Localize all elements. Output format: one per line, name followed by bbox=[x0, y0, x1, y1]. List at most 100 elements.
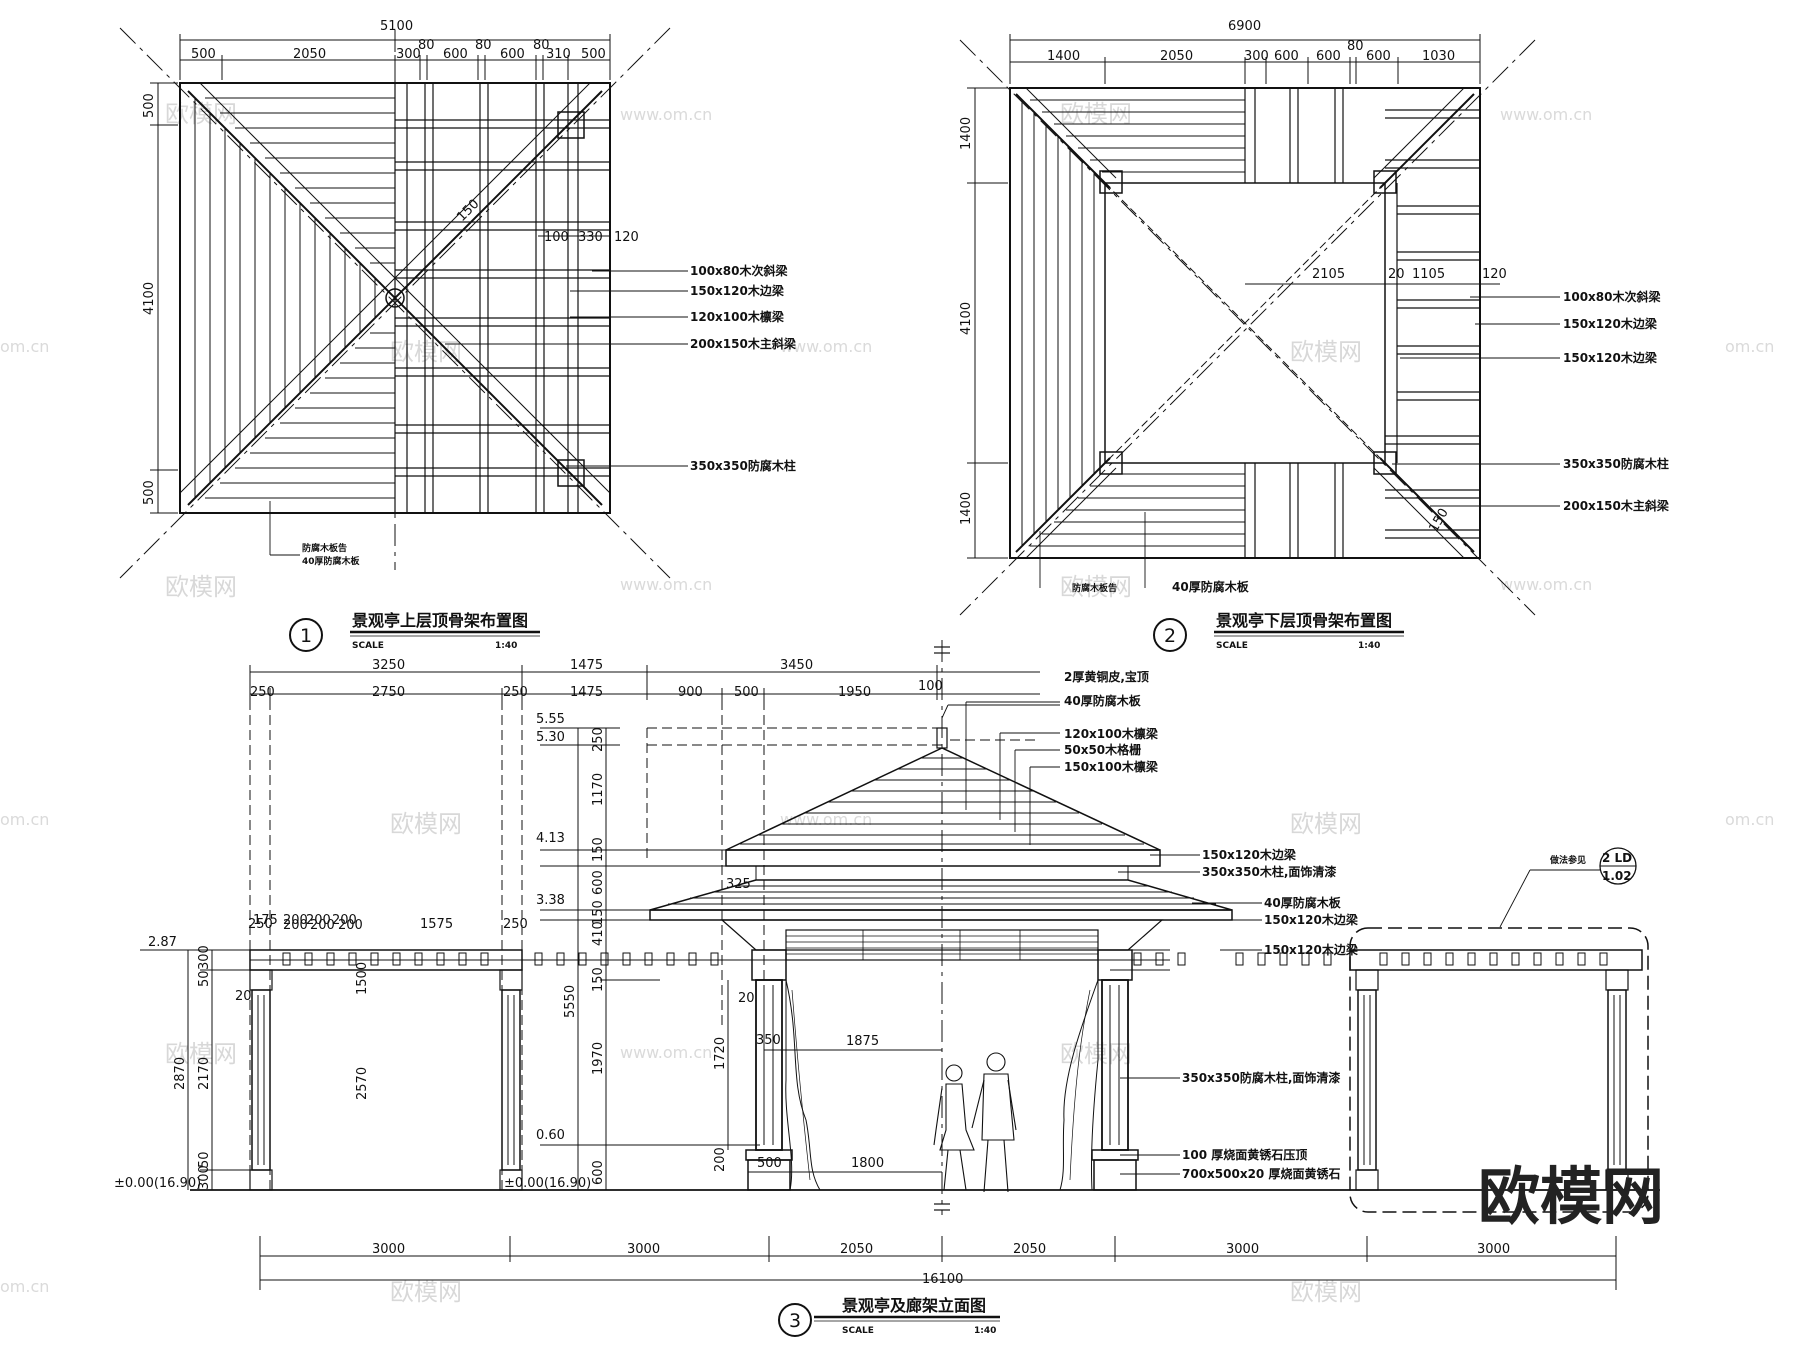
d2-column-ne bbox=[1373, 170, 1397, 194]
d1-frame-grid bbox=[394, 83, 610, 513]
drawing-2-lower-roof-plan bbox=[959, 34, 1560, 616]
d3-vdim: 1500 bbox=[355, 962, 370, 995]
d3-callout: 350x350木柱,面饰清漆 bbox=[1202, 864, 1336, 879]
d3-bottom-dim: 3000 bbox=[1226, 1242, 1259, 1257]
d3-pergola-dim: 250 bbox=[503, 917, 528, 932]
d1-bottom-note: 防腐木板告 bbox=[302, 542, 347, 554]
d3-bottom-dim: 2050 bbox=[1013, 1242, 1046, 1257]
d3-vdim: 150 bbox=[591, 900, 606, 925]
watermark-logo: 欧模网 bbox=[1060, 1040, 1132, 1068]
watermark-logo: 欧模网 bbox=[390, 338, 462, 366]
d3-level: 4.13 bbox=[536, 831, 565, 846]
d2-inner-dim: 1105 bbox=[1412, 267, 1445, 282]
d2-left-dim: 1400 bbox=[959, 117, 974, 150]
d1-dim: 310 bbox=[546, 47, 571, 62]
d1-column-ne bbox=[557, 111, 585, 139]
d3-pergola-dim: 200 bbox=[283, 918, 308, 933]
d1-dim: 500 bbox=[191, 47, 216, 62]
d3-pergola-dim: 250 bbox=[248, 917, 273, 932]
d3-callout: 150x120木边梁 bbox=[1264, 912, 1358, 927]
d3-ref-top: 2 LD bbox=[1602, 851, 1632, 865]
d1-callout: 120x100木檩梁 bbox=[690, 309, 784, 324]
d3-pergola-dim: 200 bbox=[332, 913, 357, 928]
watermark-url: om.cn bbox=[1725, 337, 1774, 356]
d3-top-dim: 1475 bbox=[570, 658, 603, 673]
d2-dim: 1030 bbox=[1422, 49, 1455, 64]
d1-detail-dim: 120 bbox=[614, 230, 639, 245]
d2-dim: 300 bbox=[1244, 49, 1269, 64]
d3-ref-note: 做法参见 bbox=[1549, 854, 1586, 866]
drawing-3-elevation bbox=[140, 640, 1660, 1290]
d3-callout: 700x500x20 厚烧面黄锈石 bbox=[1182, 1166, 1340, 1181]
d1-left-dim: 4100 bbox=[142, 282, 157, 315]
d3-level: 5.55 bbox=[536, 712, 565, 727]
d3-level: 5.30 bbox=[536, 730, 565, 745]
watermark-url: www.om.cn bbox=[1500, 105, 1592, 124]
d2-dim: 600 bbox=[1366, 49, 1391, 64]
d3-callout: 150x120木边梁 bbox=[1202, 847, 1296, 862]
d1-dim: 300 bbox=[396, 47, 421, 62]
d1-diag-dim: 150 bbox=[454, 197, 482, 225]
d3-vdim: 350 bbox=[756, 1033, 781, 1048]
d3-bottom-dim: 3000 bbox=[627, 1242, 660, 1257]
d2-inner-dim: 2105 bbox=[1312, 267, 1345, 282]
d2-dim: 600 bbox=[1316, 49, 1341, 64]
d3-pergola-dim: 200 bbox=[310, 918, 335, 933]
d1-scale-label: SCALE bbox=[352, 641, 384, 651]
d3-callout: 120x100木檩梁 bbox=[1064, 726, 1158, 741]
d3-top-dim: 250 bbox=[503, 685, 528, 700]
d2-total-dim: 6900 bbox=[1228, 19, 1261, 34]
d3-top-dim: 1475 bbox=[570, 685, 603, 700]
d2-callout: 200x150木主斜梁 bbox=[1563, 498, 1669, 513]
watermark-url: om.cn bbox=[0, 337, 49, 356]
d3-bottom-dim: 2050 bbox=[840, 1242, 873, 1257]
d1-number: 1 bbox=[300, 625, 312, 647]
watermark-logo: 欧模网 bbox=[165, 1040, 237, 1068]
d3-callout: 150x120木边梁 bbox=[1264, 942, 1358, 957]
d3-joist-ends bbox=[282, 952, 1186, 966]
watermark-url: om.cn bbox=[0, 810, 49, 829]
watermark-layer: 欧模网 www.om.cn 欧模网 www.om.cn om.cn 欧模网 ww… bbox=[0, 100, 1774, 1306]
d3-top-dim: 900 bbox=[678, 685, 703, 700]
d3-vdim: 50 bbox=[197, 1151, 212, 1168]
d3-vdim: 5550 bbox=[563, 985, 578, 1018]
d2-callout: 150x120木边梁 bbox=[1563, 350, 1657, 365]
d3-ref-bottom: 1.02 bbox=[1602, 869, 1632, 883]
drawing-3-labels: 3250 1475 3450 250 2750 250 1475 900 500… bbox=[114, 658, 1632, 1337]
d2-left-dim: 1400 bbox=[959, 492, 974, 525]
d3-scale: 1:40 bbox=[974, 1326, 996, 1336]
d3-vdim: 1720 bbox=[713, 1037, 728, 1070]
watermark-logo: 欧模网 bbox=[390, 810, 462, 838]
d1-title: 景观亭上层顶骨架布置图 bbox=[352, 611, 528, 630]
d3-vdim: 1170 bbox=[591, 773, 606, 806]
d1-dim: 500 bbox=[581, 47, 606, 62]
d1-bottom-note: 40厚防腐木板 bbox=[302, 555, 361, 567]
d1-callout: 350x350防腐木柱 bbox=[690, 458, 796, 473]
d3-upper-roof-boards bbox=[740, 757, 1144, 845]
d1-callout: 100x80木次斜梁 bbox=[690, 263, 788, 278]
d1-column-se bbox=[557, 459, 585, 487]
d3-inner-dim: 1800 bbox=[851, 1156, 884, 1171]
d3-inner-dim: 1875 bbox=[846, 1034, 879, 1049]
watermark-url: www.om.cn bbox=[620, 1043, 712, 1062]
d2-callout: 350x350防腐木柱 bbox=[1563, 456, 1669, 471]
d1-detail-dim: 330 bbox=[578, 230, 603, 245]
d3-callout: 50x50木格栅 bbox=[1064, 742, 1141, 757]
d3-vdim: 250 bbox=[591, 727, 606, 752]
d3-top-dim: 1950 bbox=[838, 685, 871, 700]
d3-top-dim: 3250 bbox=[372, 658, 405, 673]
d3-pergola-dim: 200 bbox=[338, 918, 363, 933]
d1-callout: 150x120木边梁 bbox=[690, 283, 784, 298]
d2-left-dim: 4100 bbox=[959, 302, 974, 335]
d1-detail-dim: 100 bbox=[544, 230, 569, 245]
d3-vdim: 2870 bbox=[173, 1057, 188, 1090]
d3-callout: 100 厚烧面黄锈石压顶 bbox=[1182, 1147, 1307, 1162]
d3-inner-dim: 500 bbox=[757, 1156, 782, 1171]
d3-vdim: 20 bbox=[738, 991, 755, 1006]
d3-pergola-dim: 175 bbox=[253, 913, 278, 928]
d3-vdim: 300 bbox=[197, 945, 212, 970]
watermark-url: om.cn bbox=[0, 1277, 49, 1296]
d2-title: 景观亭下层顶骨架布置图 bbox=[1216, 611, 1392, 630]
watermark-url: www.om.cn bbox=[620, 575, 712, 594]
